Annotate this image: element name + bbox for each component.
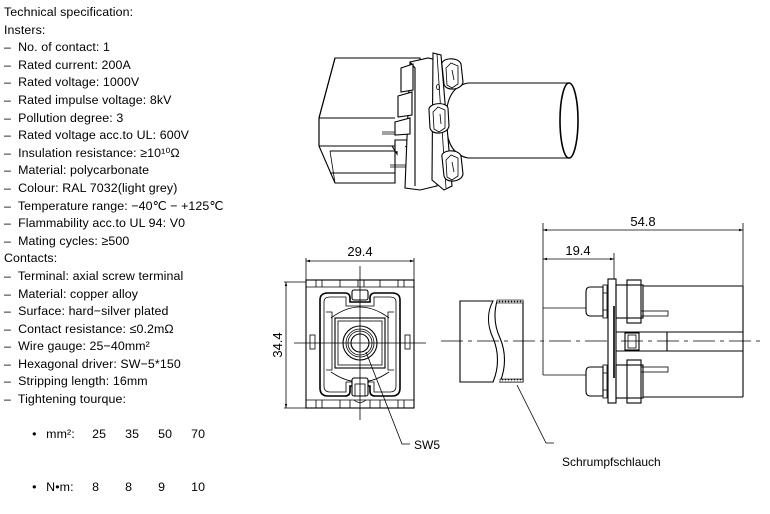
torque-cell: 10 xyxy=(191,480,206,495)
spec-item: Terminal: axial screw terminal xyxy=(4,268,224,286)
spec-item: Rated voltage acc.to UL: 600V xyxy=(4,127,224,145)
side-flange xyxy=(607,278,617,404)
torque-row-label: N•m: xyxy=(46,480,74,495)
side-screw-top xyxy=(585,284,608,319)
callout-heat-shrink: Schrumpfschlauch xyxy=(516,384,661,469)
torque-cell: 35 xyxy=(125,427,140,442)
technical-drawing: 29.4 34.4 xyxy=(270,52,764,469)
spec-item: Wire gauge: 25−40mm² xyxy=(4,338,224,356)
spec-item: Surface: hard−silver plated xyxy=(4,303,224,321)
iso-screw-bottom xyxy=(441,150,464,182)
iso-screw-middle xyxy=(428,103,450,134)
spec-item: Rated voltage: 1000V xyxy=(4,74,224,92)
dimension-flange-offset-label: 19.4 xyxy=(565,243,590,258)
torque-cell: 9 xyxy=(158,480,166,495)
dimension-height: 34.4 xyxy=(270,281,306,409)
torque-cell: 70 xyxy=(191,427,206,442)
iso-insert xyxy=(394,57,438,191)
torque-row-label: mm²: xyxy=(46,427,75,442)
callout-sw5-label: SW5 xyxy=(414,438,440,452)
dimension-flange-offset: 19.4 xyxy=(543,243,615,288)
side-screw-bottom xyxy=(585,364,608,399)
front-insert-outline xyxy=(319,292,401,397)
spec-item: No. of contact: 1 xyxy=(4,39,224,57)
dimension-height-label: 34.4 xyxy=(270,332,285,357)
spec-item: Tightening tourque: xyxy=(4,391,224,409)
spec-item: Flammability acc.to UL 94: V0 xyxy=(4,215,224,233)
spec-item: Stripping length: 16mm xyxy=(4,373,224,391)
iso-cable-sleeve xyxy=(445,82,579,159)
bullet-icon: • xyxy=(32,427,37,442)
callout-heat-shrink-label: Schrumpfschlauch xyxy=(562,455,661,469)
callout-sw5: SW5 xyxy=(365,351,440,452)
spec-item: Temperature range: −40℃ − +125℃ xyxy=(4,198,224,216)
technical-specification: Technical specification: Insters: No. of… xyxy=(4,4,224,514)
iso-housing xyxy=(318,57,425,184)
inserts-heading: Insters: xyxy=(4,22,46,37)
contacts-heading: Contacts: xyxy=(4,251,58,266)
spec-item: Pollution degree: 3 xyxy=(4,110,224,128)
spec-title: Technical specification: xyxy=(4,5,134,19)
spec-item: Hexagonal driver: SW−5*150 xyxy=(4,356,224,374)
dimension-width-label: 29.4 xyxy=(347,244,372,259)
front-view: 29.4 34.4 xyxy=(270,244,440,452)
heat-shrink-sleeve xyxy=(459,299,524,383)
spec-item: Rated current: 200A xyxy=(4,57,224,75)
torque-cell: 8 xyxy=(125,480,133,495)
bullet-icon: • xyxy=(32,480,37,495)
iso-screw-top xyxy=(441,58,464,90)
side-view: Schrumpfschlauch 54.8 19.4 xyxy=(441,214,764,469)
spec-item: Mating cycles: ≥500 xyxy=(4,233,224,251)
spec-item: Material: copper alloy xyxy=(4,286,224,304)
spec-item: Insulation resistance: ≥10¹⁰Ω xyxy=(4,145,224,163)
torque-cell: 25 xyxy=(92,427,107,442)
spec-item: Colour: RAL 7032(light grey) xyxy=(4,180,224,198)
dimension-width: 29.4 xyxy=(305,244,415,280)
torque-cell: 8 xyxy=(92,480,100,495)
isometric-view xyxy=(318,52,579,191)
spec-item: Rated impulse voltage: 8kV xyxy=(4,92,224,110)
dimension-overall-length: 54.8 xyxy=(542,214,744,375)
torque-row-cross-section: • mm²: 25 35 50 70 xyxy=(4,409,224,462)
side-housing xyxy=(615,279,744,404)
spec-item: Material: polycarbonate xyxy=(4,162,224,180)
spec-item: Contact resistance: ≤0.2mΩ xyxy=(4,321,224,339)
dimension-overall-length-label: 54.8 xyxy=(630,214,655,229)
torque-cell: 50 xyxy=(158,427,173,442)
